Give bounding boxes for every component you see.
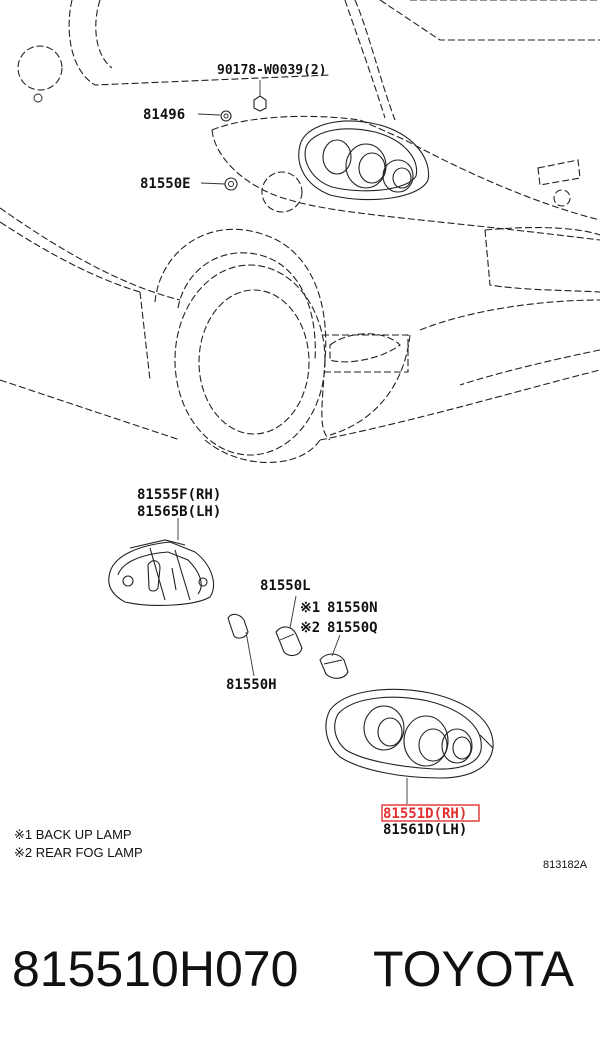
installed-tail-lamp xyxy=(298,120,430,201)
highlight-box xyxy=(381,804,480,822)
bulb-81550n-q xyxy=(319,634,349,679)
lamp-socket-housing xyxy=(108,518,214,606)
bulb-81550h xyxy=(227,613,255,677)
part-number: 815510H070 xyxy=(12,941,299,997)
fastener-90178 xyxy=(253,80,267,112)
label-81496: 81496 xyxy=(143,107,185,123)
note-rear-fog-lamp: ※2 REAR FOG LAMP xyxy=(14,845,143,860)
screw-81496 xyxy=(197,110,232,122)
label-81550l: 81550L xyxy=(260,578,311,594)
car-body-outline xyxy=(0,0,600,464)
label-81555f: 81555F(RH) xyxy=(137,487,221,503)
label-81565b: 81565B(LH) xyxy=(137,504,221,520)
parts-diagram: 90178-W0039(2) 81496 81550E 81555F(RH) 8… xyxy=(0,0,600,871)
label-81550q: 81550Q xyxy=(327,620,378,636)
label-81550e: 81550E xyxy=(140,176,191,192)
brand-name: TOYOTA xyxy=(373,941,574,997)
mark-2: ※2 xyxy=(300,620,320,636)
label-81561d: 81561D(LH) xyxy=(383,822,467,838)
figure-ref: 813182A xyxy=(543,859,588,871)
tail-lamp-assembly xyxy=(325,688,494,804)
nut-81550e xyxy=(200,177,238,191)
label-81550h: 81550H xyxy=(226,677,277,693)
label-81550n: 81550N xyxy=(327,600,378,616)
label-90178: 90178-W0039(2) xyxy=(217,63,327,78)
note-back-up-lamp: ※1 BACK UP LAMP xyxy=(14,827,132,842)
bulb-81550l xyxy=(275,595,303,657)
mark-1: ※1 xyxy=(300,600,320,616)
label-81551d: 81551D(RH) xyxy=(383,806,467,822)
footer: 815510H070 TOYOTA xyxy=(0,920,600,1020)
